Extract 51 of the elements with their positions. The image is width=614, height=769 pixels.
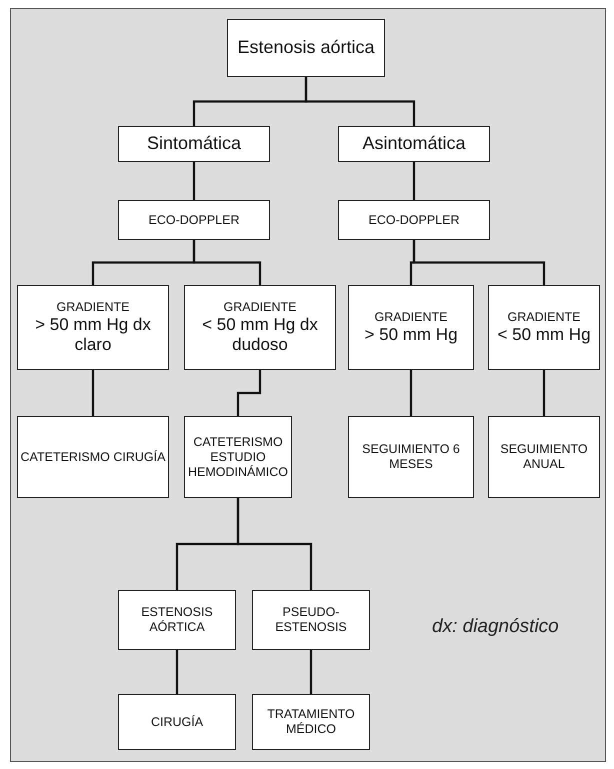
box-text: TRATAMIENTO MÉDICO bbox=[266, 707, 356, 737]
connector-line bbox=[236, 370, 262, 416]
box-text: GRADIENTE bbox=[508, 310, 580, 325]
box-text: < 50 mm Hg dx dudoso bbox=[201, 314, 319, 356]
box-text: CATETERISMO ESTUDIO HEMODINÁMICO bbox=[187, 434, 289, 480]
connector-line bbox=[310, 650, 312, 694]
note-text: dx: diagnóstico bbox=[432, 616, 559, 638]
flowchart-box bbox=[184, 416, 292, 498]
flowchart-box bbox=[488, 285, 600, 370]
box-text: Sintomática bbox=[146, 133, 242, 155]
connector-line bbox=[304, 77, 416, 126]
box-text: > 50 mm Hg bbox=[364, 324, 458, 346]
flowchart-box bbox=[338, 126, 490, 162]
connector-line bbox=[410, 370, 412, 416]
flowchart-box bbox=[488, 416, 600, 498]
flowchart-box bbox=[118, 200, 270, 240]
flowchart-box bbox=[118, 126, 270, 162]
box-text: < 50 mm Hg bbox=[497, 324, 591, 346]
flowchart-box bbox=[17, 285, 169, 370]
connector-line bbox=[192, 162, 196, 200]
flowchart-box bbox=[338, 200, 490, 240]
connector-line bbox=[176, 650, 178, 694]
flowchart-box bbox=[348, 285, 474, 370]
box-text: GRADIENTE bbox=[56, 300, 130, 315]
box-text: Estenosis aórtica bbox=[237, 37, 375, 59]
box-text: > 50 mm Hg dx claro bbox=[34, 314, 152, 356]
flowchart-box bbox=[17, 416, 169, 498]
box-text: PSEUDO-ESTENOSIS bbox=[274, 605, 348, 635]
connector-line bbox=[542, 370, 546, 416]
flowchart-box bbox=[118, 590, 236, 650]
box-text: CATETERISMO CIRUGÍA bbox=[20, 450, 166, 464]
box-text: SEGUIMIENTO 6 MESES bbox=[361, 442, 461, 472]
flowchart-box bbox=[348, 416, 474, 498]
box-text: ECO-DOPPLER bbox=[148, 212, 240, 228]
flowchart-box bbox=[252, 694, 370, 750]
box-text: ESTENOSIS AÓRTICA bbox=[140, 605, 214, 635]
connector-line bbox=[92, 370, 94, 416]
flowchart-box bbox=[184, 285, 336, 370]
flowchart-box bbox=[118, 694, 236, 750]
connector-line bbox=[412, 162, 416, 200]
flowchart-box bbox=[227, 19, 385, 77]
box-text: GRADIENTE bbox=[224, 300, 296, 315]
connector-line bbox=[192, 240, 262, 285]
box-text: GRADIENTE bbox=[374, 310, 448, 325]
connector-line bbox=[236, 498, 312, 590]
box-text: ECO-DOPPLER bbox=[368, 212, 460, 228]
connector-line bbox=[412, 240, 546, 285]
box-text: CIRUGÍA bbox=[150, 714, 204, 730]
box-text: Asintomática bbox=[362, 133, 466, 155]
box-text: SEGUIMIENTO ANUAL bbox=[499, 442, 589, 472]
flowchart-box bbox=[252, 590, 370, 650]
